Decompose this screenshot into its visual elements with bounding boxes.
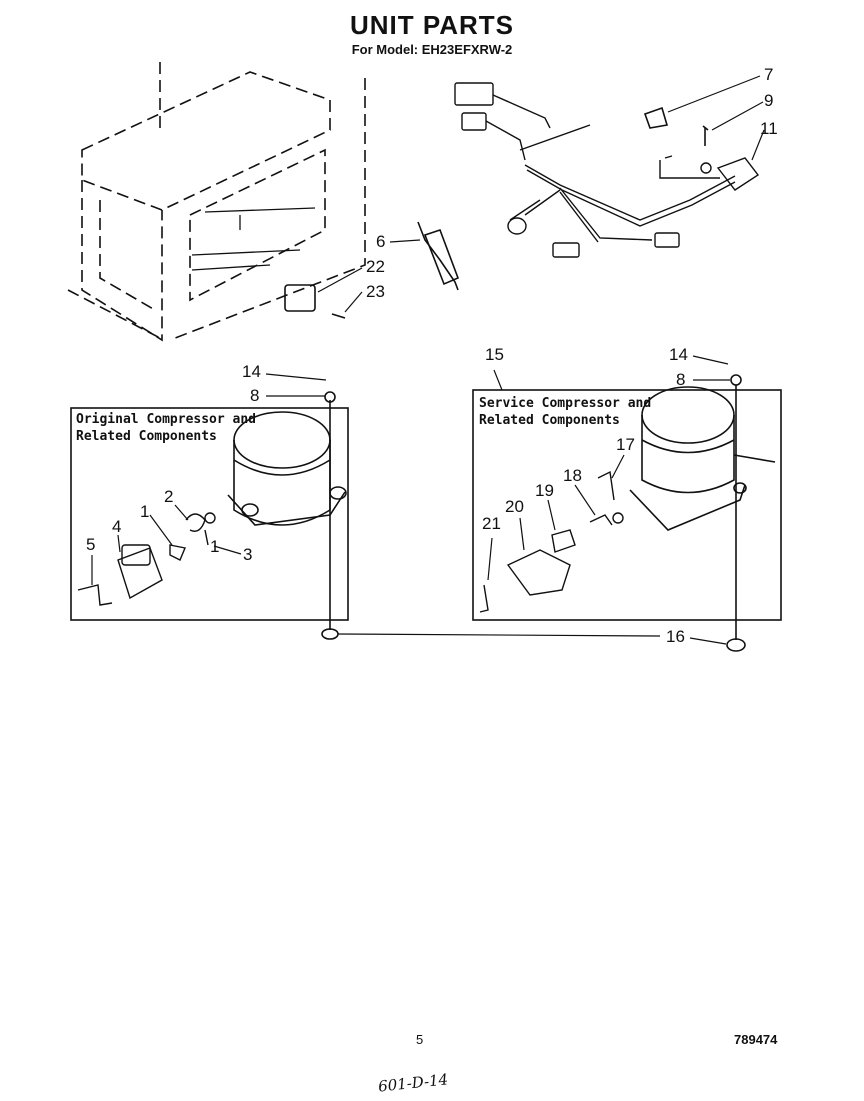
part-9-screw bbox=[702, 125, 709, 146]
callout-3: 3 bbox=[243, 545, 253, 564]
callout-4: 4 bbox=[112, 517, 122, 536]
document-number: 789474 bbox=[734, 1032, 778, 1047]
callout-9: 9 bbox=[764, 91, 774, 110]
part-7-clip bbox=[643, 106, 669, 129]
callout-1b: 1 bbox=[210, 537, 220, 556]
callout-22: 22 bbox=[366, 257, 385, 276]
cabinet-outline bbox=[67, 62, 366, 342]
original-compressor bbox=[227, 411, 347, 526]
cabinet-inner-floor bbox=[191, 207, 316, 271]
original-components bbox=[77, 512, 216, 606]
callout-19: 19 bbox=[535, 481, 554, 500]
original-box-label-line2: Related Components bbox=[76, 429, 217, 444]
part-23-screw bbox=[331, 313, 346, 319]
original-box-label-line1: Original Compressor and bbox=[76, 412, 257, 427]
callout-17: 17 bbox=[616, 435, 635, 454]
callout-23: 23 bbox=[366, 282, 385, 301]
page-title: UNIT PARTS bbox=[349, 10, 515, 40]
callout-8-left: 8 bbox=[250, 386, 260, 405]
left-grommet-16 bbox=[321, 628, 339, 640]
part-22-relay bbox=[284, 284, 316, 312]
callout-14-right: 14 bbox=[669, 345, 688, 364]
service-group-box bbox=[472, 389, 782, 621]
callout-15: 15 bbox=[485, 345, 504, 364]
part-6-sensor bbox=[417, 221, 459, 291]
service-components bbox=[479, 470, 624, 613]
page-number: 5 bbox=[416, 1032, 424, 1047]
callout-1a: 1 bbox=[140, 502, 150, 521]
original-group-box bbox=[70, 407, 349, 621]
right-grommet-8 bbox=[730, 374, 742, 386]
callout-2: 2 bbox=[164, 487, 174, 506]
right-grommet-16 bbox=[726, 638, 746, 652]
callout-7: 7 bbox=[764, 65, 774, 84]
callout-20: 20 bbox=[505, 497, 524, 516]
left-grommet-8 bbox=[324, 391, 336, 403]
callout-21: 21 bbox=[482, 514, 501, 533]
callout-6: 6 bbox=[376, 232, 386, 251]
callout-18: 18 bbox=[563, 466, 582, 485]
callout-14-left: 14 bbox=[242, 362, 261, 381]
service-compressor bbox=[629, 386, 776, 531]
service-box-label-line1: Service Compressor and bbox=[479, 396, 652, 411]
model-subtitle: For Model: EH23EFXRW-2 bbox=[351, 42, 513, 57]
callout-16: 16 bbox=[666, 627, 685, 646]
leader-lines bbox=[91, 75, 765, 645]
wiring-harness bbox=[454, 82, 760, 258]
service-box-label-line2: Related Components bbox=[479, 413, 620, 428]
callout-8-right: 8 bbox=[676, 370, 686, 389]
part-6-sensor-body bbox=[423, 228, 460, 286]
callout-5: 5 bbox=[86, 535, 96, 554]
callout-11: 11 bbox=[760, 119, 778, 138]
